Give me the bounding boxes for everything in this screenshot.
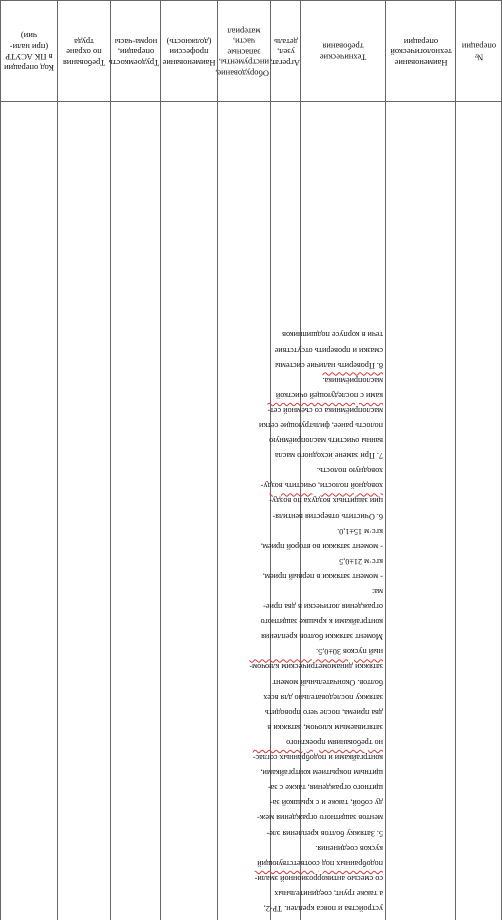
tech-requirement-line: полость ранее, фильтрующие сетки: [259, 421, 383, 430]
tech-requirement-line: а также грунт, соединительных: [274, 888, 383, 898]
header-label: Код операции в ПК АСУТР (при нали-чии): [4, 31, 54, 74]
header-label: Технические требования: [319, 42, 367, 63]
tech-requirement-line: ховодной полости, очистить возду-: [260, 481, 383, 491]
tech-requirement-line: ма:: [371, 587, 383, 597]
tech-requirement-line: маслоприёмника со съемной сет-: [267, 405, 383, 415]
tech-requirement-line: 6. Очистить отверстия вентиля-: [272, 511, 383, 521]
tech-requirement-line: 8. Проверить наличие системы: [275, 360, 383, 370]
tech-requirement-line: щитным покрытием контргайками,: [260, 768, 383, 778]
tech-requirement-line: кгс·м 15±1,0.: [337, 526, 383, 536]
tech-requirement-line: кусков соединения.: [315, 843, 383, 853]
tech-requirement-line: - момент затяжки в первый прием,: [262, 571, 383, 581]
tech-requirement-line: затяжки динамометрическим ключом-: [249, 662, 383, 672]
header-label: Наименование профессии (должность): [162, 36, 216, 68]
table-border: [0, 0, 1, 920]
header-cell-code: Код операции в ПК АСУТР (при нали-чии): [1, 4, 57, 100]
tech-requirement-line: затяжку последовательно для всех: [263, 692, 383, 702]
tech-requirement-line: ограждения логически в два прие-: [263, 602, 383, 612]
tech-requirements-text: устройства и пояса креплен. ТР-2, а также…: [249, 104, 384, 916]
column-divider: [110, 0, 111, 920]
tech-requirement-line: со смесью антикоррозионной эмали-: [254, 873, 383, 883]
tech-requirement-line: контргайками и подобранных соглас-: [252, 753, 383, 763]
column-divider: [270, 0, 271, 920]
header-cell-tech-req: Технические требования: [301, 4, 385, 100]
tech-requirement-line: подобранных под соответствующий: [257, 858, 383, 868]
header-label: Наименование технологической операции: [389, 36, 452, 68]
header-label: Требования по охране труда: [62, 36, 106, 68]
header-label: Агрегат, узел, деталь: [269, 36, 300, 68]
tech-requirement-line: ду собой, также и с крышкой за-: [270, 798, 383, 808]
tech-requirement-line: смазки и проверить отсутствие: [274, 345, 383, 355]
tech-requirement-line: ками с последующей очисткой: [275, 390, 383, 400]
tech-requirement-line: болтов. Окончательный момент: [272, 677, 384, 687]
tech-requirement-line: ции защитных воздуха по возду-: [269, 496, 383, 506]
column-divider: [217, 0, 218, 920]
header-cell-equipment: Оборудование, инструменты, запасные част…: [215, 4, 270, 100]
header-cell-safety: Требования по охране труда: [58, 4, 110, 100]
tech-requirement-line: 7. При замене исходного масла: [275, 451, 383, 461]
tech-requirement-line: ный пусков 30±0,5.: [316, 647, 383, 657]
header-label: № операции: [461, 42, 496, 63]
header-cell-labor: Трудоемкость операции, норма-часы: [108, 4, 160, 100]
tech-requirement-line: ванны очистить маслоприёмную: [269, 436, 383, 446]
header-divider: [0, 101, 502, 102]
header-cell-profession: Наименование профессии (должность): [161, 4, 217, 100]
tech-requirements-cell: устройства и пояса креплен. ТР-2, а также…: [249, 104, 384, 916]
tech-requirement-line: щитного ограждения, также с за-: [267, 783, 383, 793]
column-divider: [455, 0, 456, 920]
header-cell-op-no: № операции: [456, 4, 501, 100]
header-label: Оборудование, инструменты, запасные част…: [215, 26, 269, 79]
tech-requirement-line: 5. Затяжку болтов крепления эле-: [266, 828, 383, 838]
tech-requirement-line: затягиваемым ключом, затяжки в: [267, 722, 383, 732]
tech-requirement-line: ментов защитного ограждения меж-: [257, 813, 383, 823]
column-divider: [57, 0, 58, 920]
tech-requirement-line: - момент затяжки во второй прием,: [260, 541, 383, 551]
tech-requirement-line: ховодную полость.: [316, 466, 383, 476]
tech-requirement-line: течи в корпусе подшипников: [282, 330, 383, 340]
tech-requirement-line: маслоприёмника.: [322, 375, 383, 385]
tech-requirement-line: контргайками к крышке защитного: [260, 617, 384, 627]
column-divider: [160, 0, 161, 920]
tech-requirement-line: кгс·м 21±0,5: [339, 556, 383, 566]
tech-requirement-line: Момент затяжки болтов крепления: [261, 632, 383, 642]
column-divider: [300, 0, 301, 920]
column-divider: [385, 0, 386, 920]
tech-requirement-line: но требованиям проектного: [286, 737, 383, 747]
tech-requirement-line: устройства и пояса креплен. ТР-2,: [263, 904, 383, 913]
header-label: Трудоемкость операции, норма-часы: [108, 36, 159, 68]
header-cell-op-name: Наименование технологической операции: [386, 4, 455, 100]
tech-requirement-line: два приема, после чего проводить: [264, 707, 383, 717]
table-border: [0, 0, 502, 1]
header-cell-unit: Агрегат, узел, деталь: [269, 4, 300, 100]
